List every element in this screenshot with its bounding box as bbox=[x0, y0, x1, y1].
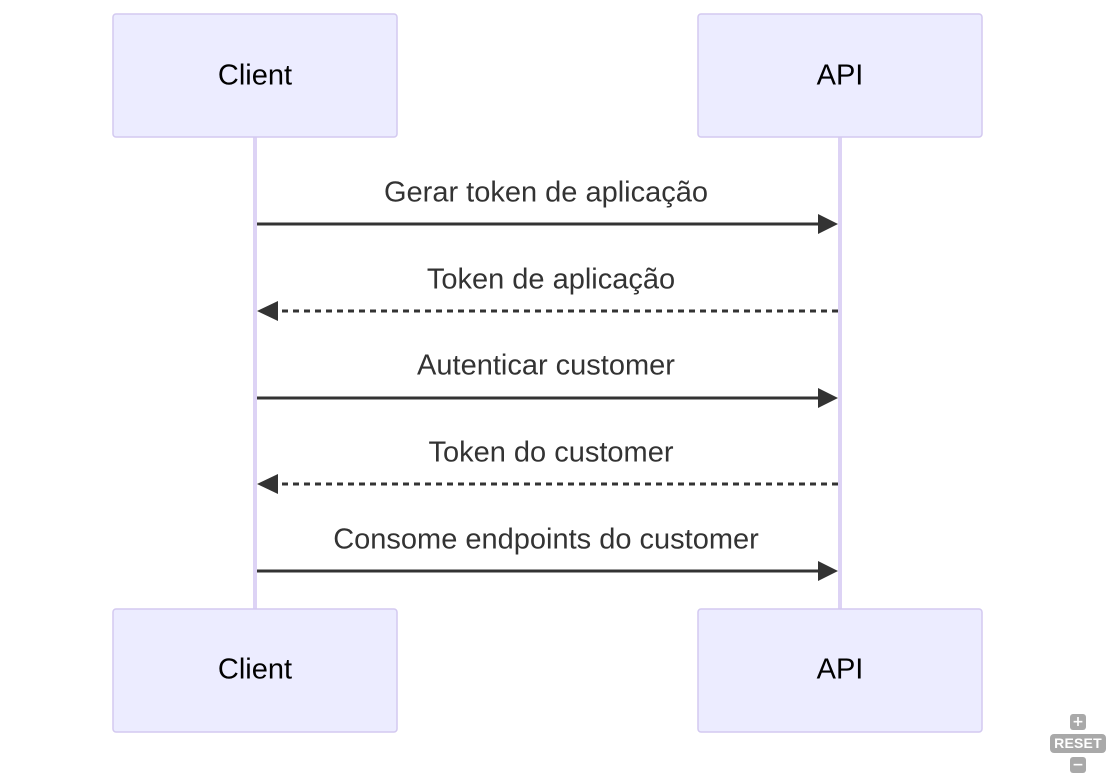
message-4: Token do customer bbox=[257, 437, 838, 494]
actor-client-top-label: Client bbox=[218, 60, 292, 92]
actor-client-top: Client bbox=[112, 13, 398, 138]
message-1-label: Gerar token de aplicação bbox=[384, 177, 708, 209]
actor-api-top: API bbox=[697, 13, 983, 138]
message-3-label: Autenticar customer bbox=[417, 350, 675, 382]
plus-icon[interactable]: + bbox=[1070, 714, 1086, 730]
reset-button[interactable]: RESET bbox=[1050, 734, 1106, 753]
message-5-label: Consome endpoints do customer bbox=[333, 524, 759, 556]
message-2: Token de aplicação bbox=[257, 264, 838, 321]
message-2-label: Token de aplicação bbox=[427, 264, 675, 296]
message-1: Gerar token de aplicação bbox=[257, 177, 838, 234]
zoom-controls: + RESET − bbox=[1050, 714, 1106, 773]
message-3: Autenticar customer bbox=[257, 350, 838, 408]
minus-icon[interactable]: − bbox=[1070, 757, 1086, 773]
message-2-arrowhead bbox=[257, 301, 278, 321]
message-4-arrowhead bbox=[257, 474, 278, 494]
message-1-arrowhead bbox=[818, 214, 838, 234]
message-3-arrowhead bbox=[818, 388, 838, 408]
actor-api-top-label: API bbox=[817, 60, 864, 92]
actor-client-bottom-label: Client bbox=[218, 654, 292, 686]
message-5: Consome endpoints do customer bbox=[257, 524, 838, 581]
message-4-label: Token do customer bbox=[428, 437, 673, 469]
actor-api-bottom-label: API bbox=[817, 654, 864, 686]
message-5-arrowhead bbox=[818, 561, 838, 581]
actor-api-bottom: API bbox=[697, 608, 983, 733]
actor-client-bottom: Client bbox=[112, 608, 398, 733]
